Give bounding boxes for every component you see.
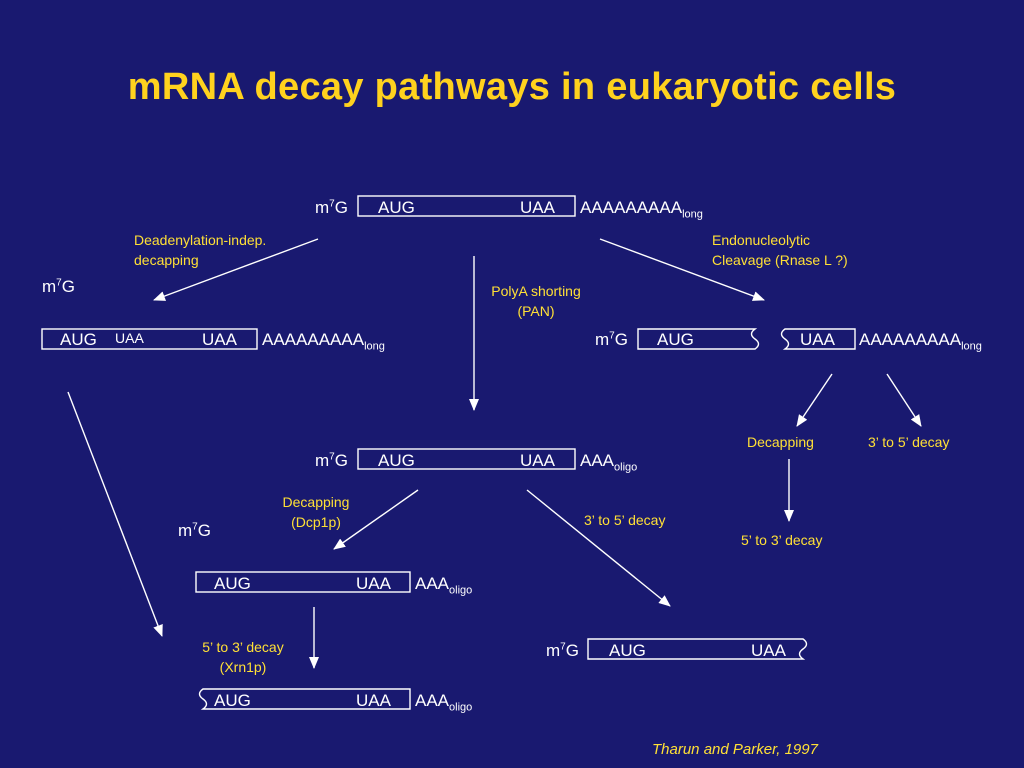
pathway-label-5to3-xrn1p: 5’ to 3’ decay(Xrn1p)	[202, 639, 284, 675]
polya-tail-label: AAAAAAAAAlong	[580, 198, 703, 221]
stop-codon-label: UAA	[356, 574, 391, 593]
slide-title: mRNA decay pathways in eukaryotic cells	[127, 66, 897, 108]
mrna-box-nonsense	[41, 328, 258, 350]
start-codon-label: AUG	[60, 330, 97, 349]
mrna-box-deadenylated	[357, 448, 576, 470]
start-codon-label: AUG	[609, 641, 646, 660]
stop-codon-label: UAA	[356, 691, 391, 710]
stop-codon-label: UAA	[751, 641, 786, 660]
cap-label: m7G	[315, 451, 348, 470]
start-codon-label: AUG	[214, 691, 251, 710]
start-codon-label: AUG	[378, 451, 415, 470]
mrna-box-3to5-decayed	[587, 638, 808, 660]
start-codon-label: AUG	[214, 574, 251, 593]
stop-codon-label: UAA	[520, 451, 555, 470]
pathway-label-5to3-right: 5’ to 3’ decay	[741, 532, 823, 548]
arrow-nonsense-5to3	[67, 391, 163, 637]
arrow-endonucleolytic	[599, 238, 765, 301]
stop-codon-label: UAA	[800, 330, 835, 349]
cap-label: m7G	[42, 277, 75, 296]
oligo-a-tail-label: AAAoligo	[415, 574, 473, 597]
oligo-a-tail-label: AAAoligo	[580, 451, 638, 474]
pathway-label-decapping-dcp1p: Decapping(Dcp1p)	[282, 494, 350, 530]
polya-tail-label: AAAAAAAAAlong	[262, 330, 385, 353]
arrow-decapping-dcp1	[333, 489, 419, 550]
mrna-box-top	[357, 195, 576, 217]
cap-label: m7G	[315, 198, 348, 217]
premature-stop-codon-label: UAA	[115, 330, 144, 346]
arrow-3to5-center	[526, 489, 671, 607]
mrna-fragment-3prime	[780, 328, 856, 350]
pathway-label-polya-shortening: PolyA shorting(PAN)	[491, 283, 581, 319]
start-codon-label: AUG	[657, 330, 694, 349]
polya-tail-label: AAAAAAAAAlong	[859, 330, 982, 353]
arrow-deadenylation-indep	[153, 238, 319, 301]
pathway-label-deadenylation-indep: Deadenylation-indep.decapping	[134, 232, 267, 268]
stop-codon-label: UAA	[202, 330, 237, 349]
start-codon-label: AUG	[378, 198, 415, 217]
arrow-right-3to5	[886, 373, 922, 427]
cap-label: m7G	[595, 330, 628, 349]
cap-label: m7G	[546, 641, 579, 660]
arrow-right-decapping	[796, 373, 833, 427]
stop-codon-label: UAA	[520, 198, 555, 217]
citation: Tharun and Parker, 1997	[652, 741, 818, 758]
cap-label: m7G	[178, 521, 211, 540]
mrna-fragment-5prime	[637, 328, 760, 350]
mrna-box-5to3-decayed	[198, 688, 411, 710]
pathway-label-decapping-right: Decapping	[747, 434, 814, 450]
pathway-label-3to5-center: 3’ to 5’ decay	[584, 512, 666, 528]
pathway-label-3to5-right: 3’ to 5’ decay	[868, 434, 950, 450]
oligo-a-tail-label: AAAoligo	[415, 691, 473, 714]
mrna-box-decapped	[195, 571, 411, 593]
